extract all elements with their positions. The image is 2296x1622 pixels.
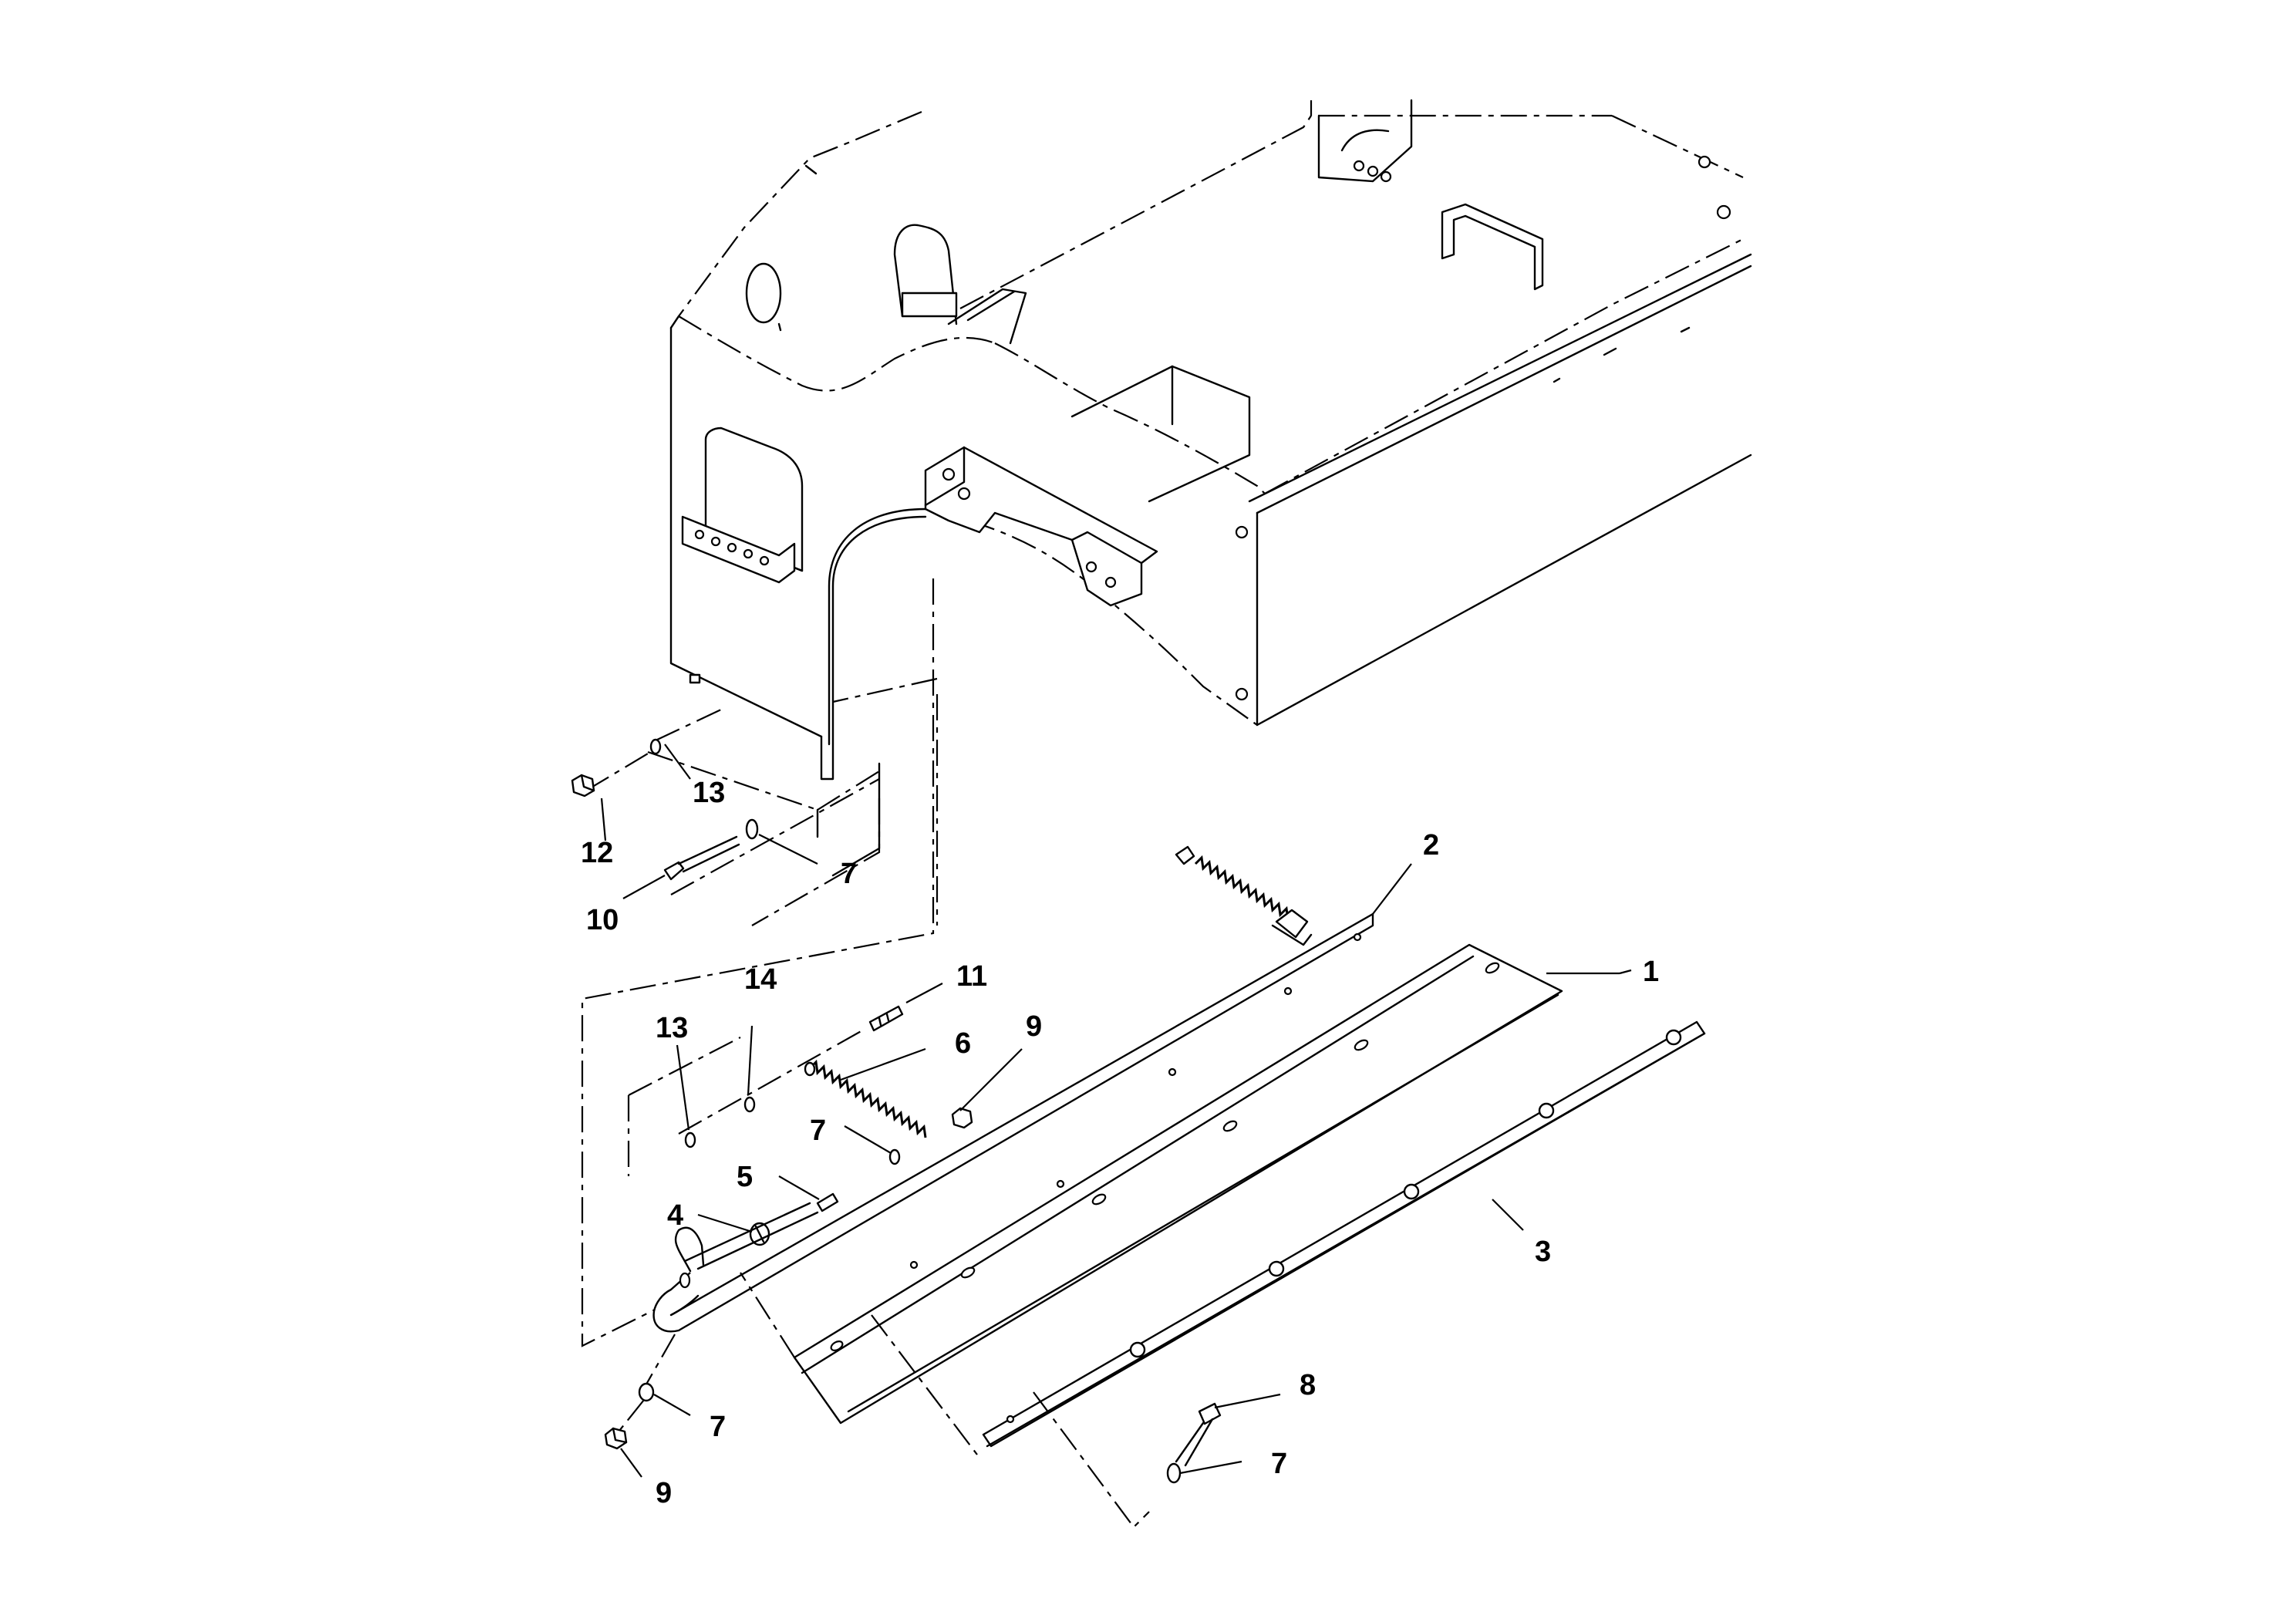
callout-13b: 13 (656, 1012, 688, 1044)
part-3-clamp-strip (982, 1020, 1706, 1529)
callout-2: 2 (1423, 829, 1439, 862)
callout-7d: 7 (1271, 1448, 1287, 1480)
callout-14: 14 (744, 963, 777, 996)
callout-9b: 9 (656, 1477, 672, 1509)
callout-12: 12 (581, 837, 613, 869)
callout-7a: 7 (810, 1114, 826, 1147)
spring-6 (808, 1059, 927, 1138)
callout-8: 8 (1300, 1369, 1316, 1401)
spring-mount-group (627, 1005, 973, 1246)
callout-13a: 13 (693, 777, 725, 809)
callout-9a: 9 (1026, 1010, 1042, 1043)
callout-10: 10 (586, 904, 619, 936)
callout-1: 1 (1643, 956, 1659, 988)
fastener-group-upper (571, 709, 881, 895)
callout-3: 3 (1535, 1236, 1551, 1268)
callout-6: 6 (955, 1027, 971, 1060)
callout-leaders (600, 744, 1632, 1478)
callout-4: 4 (667, 1199, 683, 1232)
callout-11: 11 (956, 960, 987, 993)
part-2-bracket (652, 845, 1374, 1333)
callout-7c: 7 (710, 1411, 726, 1443)
spring-top (1194, 855, 1297, 925)
callout-5: 5 (737, 1161, 753, 1193)
callout-labels: 1 2 3 4 5 6 7 7 7 7 8 9 9 10 11 12 13 13… (581, 777, 1659, 1509)
machine-frame (581, 99, 1752, 1347)
fastener-group-lower (604, 1334, 1222, 1484)
part-1-blade (740, 943, 1563, 1458)
callout-7b: 7 (841, 858, 857, 890)
